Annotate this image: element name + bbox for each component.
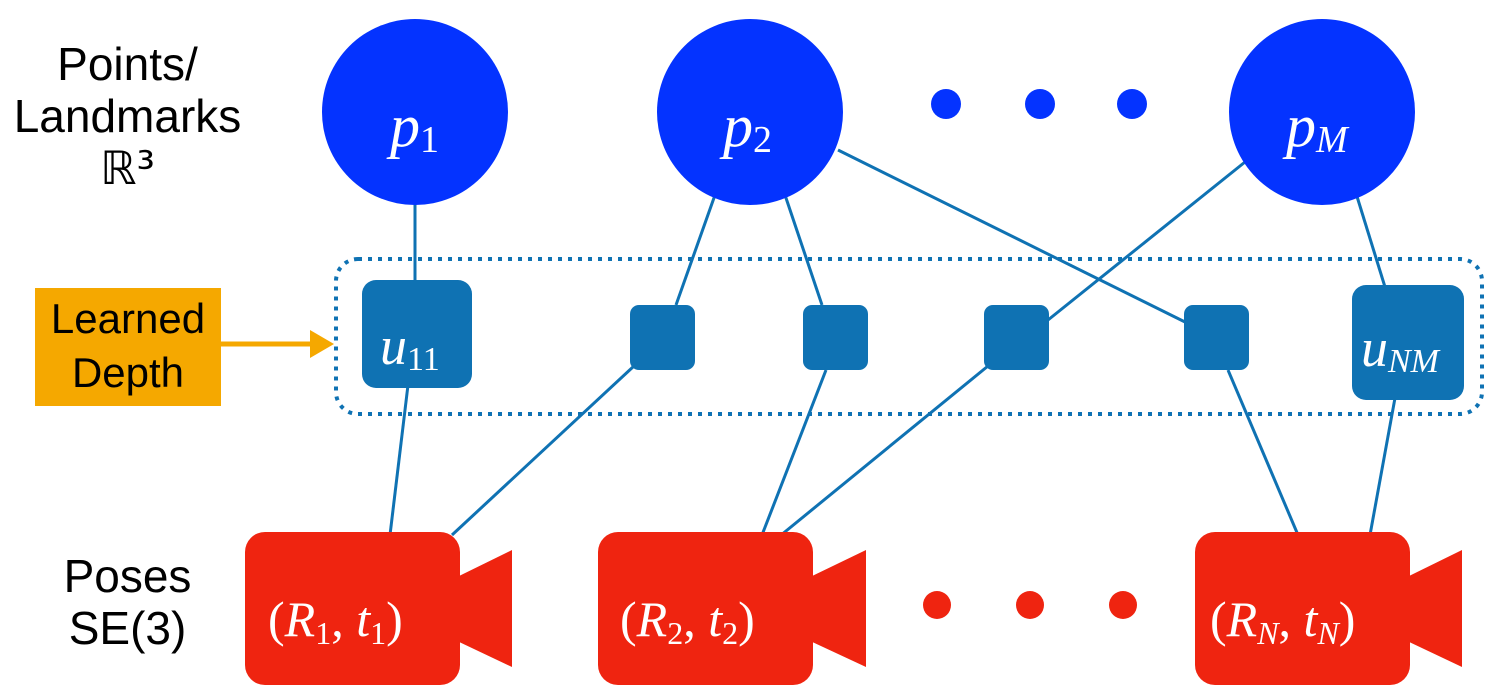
- landmark-node: [322, 19, 508, 205]
- factor-uNM: uNM: [1352, 285, 1464, 400]
- camera-lens: [455, 550, 512, 667]
- edge-p2-factor2: [674, 194, 717, 306]
- factor-label: u11: [380, 316, 440, 378]
- camera-body: [1195, 532, 1410, 685]
- edge-factor4-pose2: [774, 364, 989, 542]
- pose-label: (R1, t1): [268, 591, 403, 651]
- pose-N: (RN, tN): [1195, 532, 1462, 685]
- points-label-line3: ℝ³: [100, 141, 155, 195]
- edge-p2-factor5: [837, 148, 1186, 324]
- edge-factor5-poseN: [1226, 369, 1300, 536]
- edge-pM-factor4: [1047, 156, 1251, 322]
- landmark-ellipsis-dot: [931, 89, 961, 119]
- points-label: Points/ Landmarks ℝ³: [0, 38, 255, 194]
- landmark-ellipsis-dot: [1025, 89, 1055, 119]
- poses-label-line1: Poses: [63, 550, 192, 602]
- factor-node: [803, 305, 868, 370]
- factor-u11: u11: [362, 280, 472, 388]
- pose-1: (R1, t1): [245, 532, 512, 685]
- camera-body: [245, 532, 460, 685]
- pose-ellipsis-dot: [923, 591, 951, 619]
- factor-node: [630, 305, 695, 370]
- edges: [388, 148, 1397, 542]
- edge-factor3-pose2: [760, 369, 828, 536]
- camera-body: [598, 532, 813, 685]
- landmark-ellipsis-dot: [1117, 89, 1147, 119]
- pose-ellipsis-dot: [1016, 591, 1044, 619]
- edge-u11-pose1: [388, 384, 410, 536]
- factor-node: [1184, 305, 1249, 370]
- edge-p2-factor3: [783, 194, 824, 306]
- landmark-node: [657, 19, 843, 205]
- edge-factor2-pose1: [450, 364, 636, 537]
- pose-ellipsis-dot: [1109, 591, 1137, 619]
- edge-pM-uNM: [1353, 189, 1387, 288]
- pose-label: (R2, t2): [620, 591, 755, 651]
- poses-label-line2: SE(3): [68, 602, 187, 654]
- pose-label: (RN, tN): [1210, 591, 1355, 651]
- factor-label: uNM: [1361, 318, 1441, 380]
- landmark-node: [1229, 19, 1415, 205]
- landmark-label: p1: [386, 93, 439, 161]
- landmark-p1: p1: [322, 19, 508, 205]
- learned-depth-group: [334, 257, 1484, 416]
- camera-lens: [808, 550, 866, 667]
- poses-label: Poses SE(3): [0, 550, 255, 654]
- landmark-pM: pM: [1229, 19, 1415, 205]
- camera-lens: [1405, 550, 1462, 667]
- learned-depth-box: Learned Depth: [35, 288, 221, 406]
- points-label-line2: Landmarks: [13, 90, 242, 142]
- learned-depth-arrow-head: [310, 330, 334, 358]
- landmark-label: pM: [1282, 93, 1350, 161]
- factor-node: [1352, 285, 1464, 400]
- landmark-p2: p2: [657, 19, 843, 205]
- points-label-line1: Points/: [57, 38, 198, 90]
- learned-depth-line2: Depth: [71, 349, 185, 396]
- edge-uNM-poseN: [1368, 397, 1397, 536]
- learned-depth-line1: Learned: [50, 295, 206, 342]
- factor-node: [984, 305, 1049, 370]
- pose-2: (R2, t2): [598, 532, 866, 685]
- landmark-label: p2: [719, 93, 772, 161]
- factor-node: [362, 280, 472, 388]
